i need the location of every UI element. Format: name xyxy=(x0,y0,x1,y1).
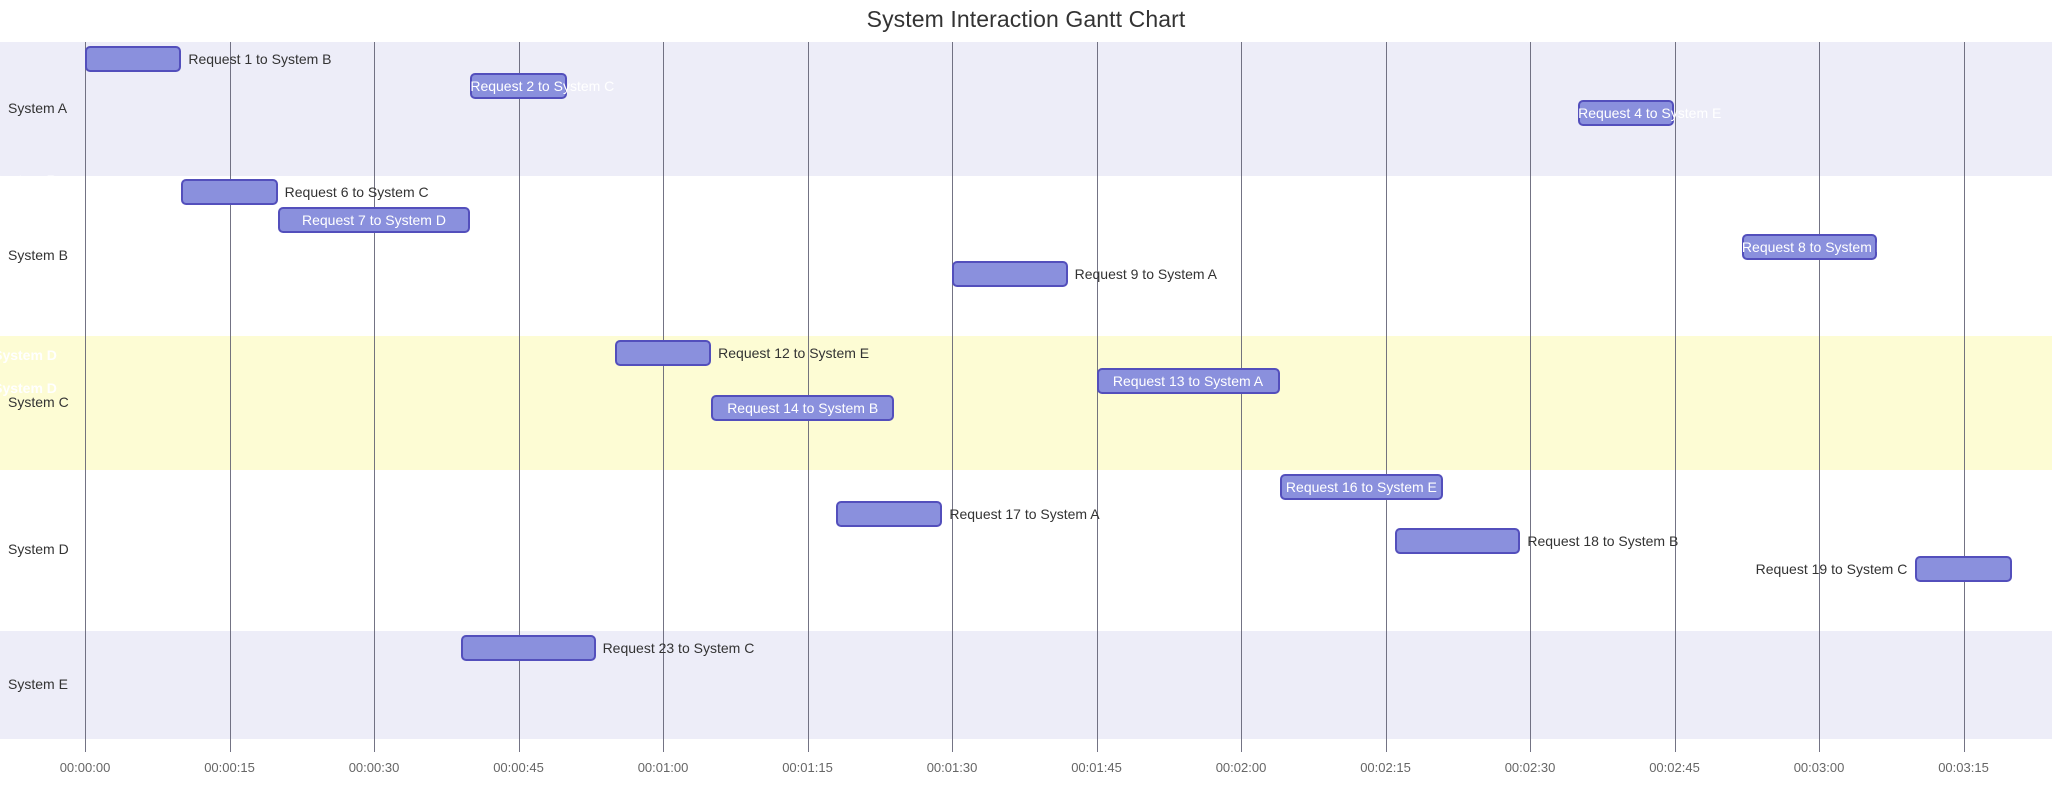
x-axis-tick-label: 00:03:15 xyxy=(1938,760,1989,775)
x-axis-tick-label: 00:02:15 xyxy=(1360,760,1411,775)
section-label-system-b: System B xyxy=(8,247,68,263)
task-bar[interactable] xyxy=(277,206,471,233)
task-bar[interactable] xyxy=(181,179,278,206)
gridline-00:00:30 xyxy=(374,42,375,752)
section-label-system-d: System D xyxy=(8,541,69,558)
gridline-00:01:30 xyxy=(952,42,953,752)
x-axis-tick-label: 00:01:00 xyxy=(637,760,689,775)
section-band-system-b xyxy=(0,175,2052,337)
task-bar[interactable] xyxy=(836,501,943,528)
x-axis-tick-label: 00:00:00 xyxy=(59,760,111,775)
section-band-system-e xyxy=(0,630,2052,739)
x-axis-tick-label: 00:00:15 xyxy=(204,760,255,775)
gridline-00:02:15 xyxy=(1385,42,1387,752)
section-label-system-a: System A xyxy=(8,99,68,116)
x-axis-tick-label: 00:00:45 xyxy=(493,760,544,775)
gridline-00:02:00 xyxy=(1241,42,1242,752)
x-axis-tick-label: 00:02:45 xyxy=(1649,760,1700,775)
gridline-00:02:45 xyxy=(1674,42,1676,752)
x-axis-tick-label: 00:01:15 xyxy=(782,760,833,775)
gridline-00:00:00 xyxy=(85,42,86,752)
gridline-00:02:30 xyxy=(1530,42,1531,752)
task-bar[interactable] xyxy=(1741,233,1877,260)
task-bar[interactable] xyxy=(614,340,712,367)
section-label-system-e: System E xyxy=(8,675,68,692)
gridline-00:00:15 xyxy=(229,42,231,752)
task-bar[interactable] xyxy=(470,73,567,100)
gridline-00:01:45 xyxy=(1096,42,1098,752)
section-band-system-a xyxy=(0,42,2052,176)
task-bar[interactable] xyxy=(85,45,182,72)
section-label-system-c: System C xyxy=(8,394,69,411)
task-bar[interactable] xyxy=(1279,473,1444,500)
task-bar[interactable] xyxy=(1395,528,1521,555)
task-bar[interactable] xyxy=(952,261,1068,288)
gantt-plot-area: to System Bto System Dto System Dto Syst… xyxy=(0,42,2052,775)
x-axis-tick-label: 00:03:00 xyxy=(1793,760,1845,775)
section-band-system-c xyxy=(0,336,2052,470)
task-bar[interactable] xyxy=(1915,555,2012,582)
x-axis-tick-label: 00:01:30 xyxy=(926,760,978,775)
page-title: System Interaction Gantt Chart xyxy=(866,6,1186,32)
gridline-00:01:00 xyxy=(663,42,664,752)
task-bar[interactable] xyxy=(1578,100,1675,127)
task-bar[interactable] xyxy=(1096,367,1280,394)
gridline-00:00:45 xyxy=(518,42,520,752)
x-axis-tick-label: 00:00:30 xyxy=(348,760,400,775)
x-axis-tick-label: 00:01:45 xyxy=(1071,760,1122,775)
gridline-00:03:15 xyxy=(1963,42,1965,752)
gridline-00:03:00 xyxy=(1819,42,1820,752)
task-bar[interactable] xyxy=(711,394,895,421)
task-bar[interactable] xyxy=(460,634,596,661)
x-axis-tick-label: 00:02:00 xyxy=(1215,760,1267,775)
x-axis-tick-label: 00:02:30 xyxy=(1504,760,1556,775)
section-band-system-d xyxy=(0,470,2052,631)
